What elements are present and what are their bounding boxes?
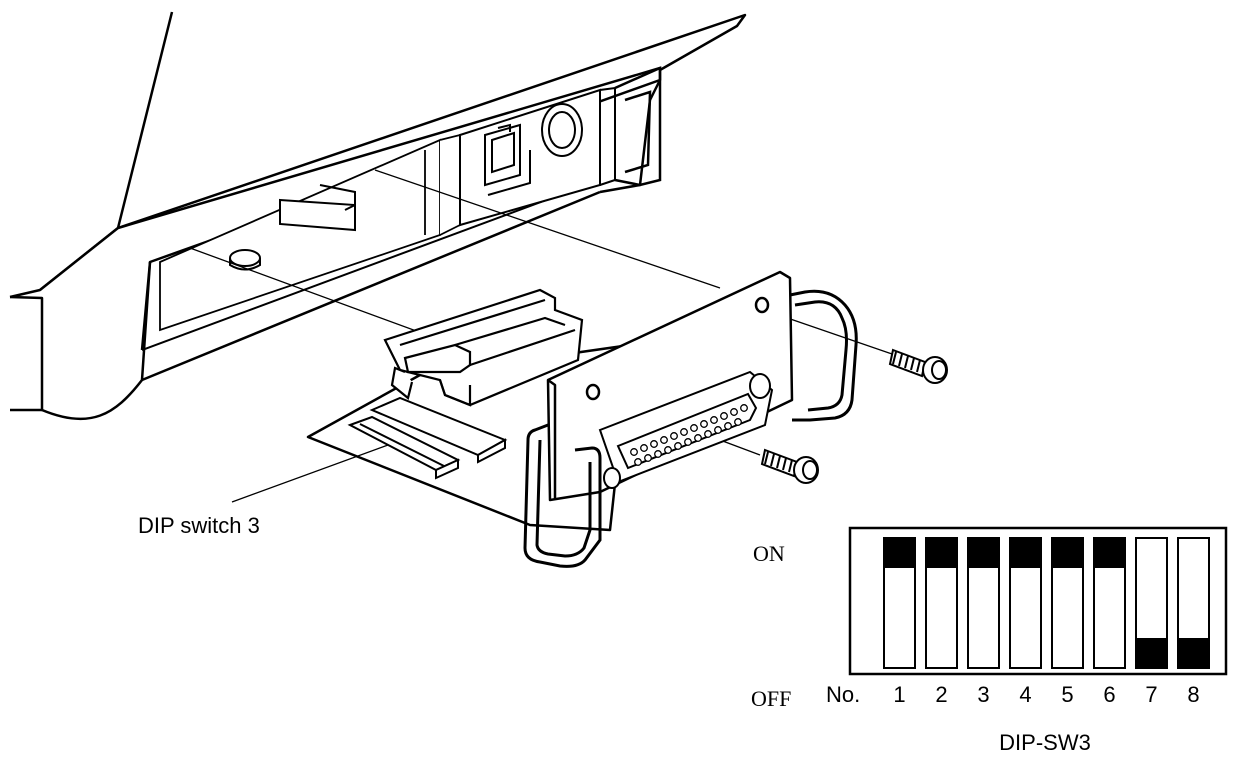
number-prefix: No. xyxy=(826,682,860,707)
dip-switch-number: 4 xyxy=(1019,682,1031,707)
dip-switch-7-knob-off xyxy=(1136,638,1167,668)
dip-switch-2-knob-on xyxy=(926,538,957,568)
dip-switch-number: 5 xyxy=(1061,682,1073,707)
printer-right-side xyxy=(614,66,662,187)
modular-jack-icon xyxy=(484,123,531,196)
screw-icon xyxy=(760,448,819,484)
dip-switch-number: 8 xyxy=(1187,682,1199,707)
dip-switch-number: 7 xyxy=(1145,682,1157,707)
bracket-handle-left xyxy=(523,423,602,568)
screw-icon xyxy=(888,348,948,384)
board-connector xyxy=(383,288,584,407)
off-label: OFF xyxy=(751,686,791,711)
board-dip-switch-icon xyxy=(347,396,508,480)
callout-label: DIP switch 3 xyxy=(138,513,260,538)
dip-switch-5-knob-on xyxy=(1052,538,1083,568)
dip-switch-number: 6 xyxy=(1103,682,1115,707)
slot-connector xyxy=(279,184,356,232)
dip-switch-8-knob-off xyxy=(1178,638,1209,668)
dip-switch-4-knob-on xyxy=(1010,538,1041,568)
dip-switch-settings-chart: 1 2 3 4 5 6 7 8 xyxy=(848,526,1228,707)
power-jack-icon xyxy=(541,103,583,157)
on-label: ON xyxy=(753,541,785,566)
callout-leader-line xyxy=(231,444,389,503)
bracket-handle-right xyxy=(789,289,858,422)
dip-switch-number: 2 xyxy=(935,682,947,707)
dip-switch-number: 3 xyxy=(977,682,989,707)
db25-pins xyxy=(630,404,748,466)
printer-slot xyxy=(159,133,461,332)
dip-switch-3-knob-on xyxy=(968,538,999,568)
dip-switch-6-knob-on xyxy=(1094,538,1125,568)
dip-switch-title: DIP-SW3 xyxy=(999,730,1091,755)
slot-post xyxy=(229,249,261,271)
dip-switch-1-knob-on xyxy=(884,538,915,568)
dip-switch-number: 1 xyxy=(893,682,905,707)
